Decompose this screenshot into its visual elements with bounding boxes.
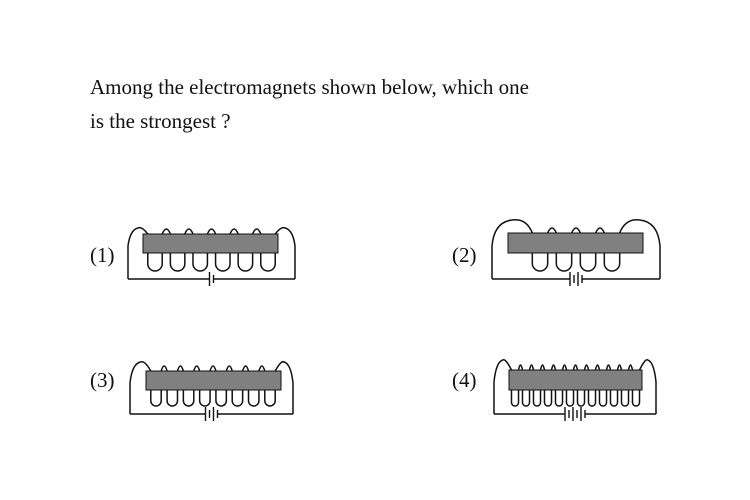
electromagnet-1 [127, 226, 296, 286]
coil-3 [150, 365, 276, 407]
battery-1 [208, 272, 215, 286]
coil-1 [147, 228, 276, 272]
electromagnet-4 [493, 358, 657, 421]
electromagnet-3 [129, 360, 294, 421]
option-4-label[interactable]: (4) [452, 368, 477, 392]
iron-core-2 [507, 232, 644, 254]
electromagnet-2 [491, 219, 661, 286]
option-2-label[interactable]: (2) [452, 243, 477, 267]
battery-3 [204, 407, 219, 421]
coil-2 [531, 227, 621, 272]
question-text: Among the electromagnets shown below, wh… [90, 70, 690, 138]
iron-core-3 [145, 370, 282, 391]
battery-2 [569, 272, 583, 286]
lead-wires-1 [127, 226, 296, 279]
battery-4 [564, 407, 586, 421]
question-line-2: is the strongest ? [90, 109, 231, 133]
iron-core-4 [508, 369, 643, 391]
lead-wires-3 [129, 360, 294, 414]
coil-4 [510, 364, 641, 407]
question-line-1: Among the electromagnets shown below, wh… [90, 75, 529, 99]
iron-core-1 [142, 233, 279, 254]
option-1-label[interactable]: (1) [90, 243, 115, 267]
lead-wires-4 [493, 358, 657, 414]
lead-wires-2 [491, 219, 661, 279]
option-3-label[interactable]: (3) [90, 368, 115, 392]
